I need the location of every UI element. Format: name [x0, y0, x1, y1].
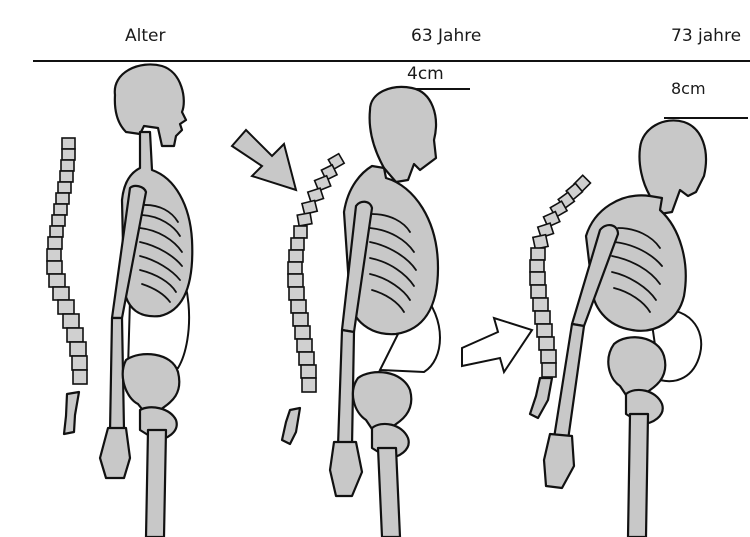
forearm-63	[338, 330, 354, 446]
spine-young	[47, 138, 87, 384]
arrow-down-right-icon	[232, 130, 296, 190]
skeleton-young	[47, 64, 192, 537]
stage2-age-label: 63 Jahre	[411, 26, 481, 46]
age-header-label: Alter	[125, 26, 165, 46]
hand-63	[330, 442, 362, 496]
hand-young	[100, 428, 130, 478]
sacrum-63	[282, 408, 300, 444]
arrow-up-right-icon	[462, 318, 532, 372]
sacrum-73	[530, 378, 552, 418]
stage3-height-loss-label: 8cm	[671, 79, 706, 98]
stage3-age-label: 73 jahre	[671, 26, 741, 46]
forearm-73	[554, 324, 584, 440]
pelvis-young	[123, 354, 180, 414]
femur-young	[146, 430, 166, 537]
sacrum-young	[64, 392, 79, 434]
hand-73	[544, 434, 574, 488]
skeleton-63	[282, 87, 440, 537]
femur-63	[378, 448, 400, 537]
skeleton-73	[530, 120, 706, 537]
femur-73	[628, 414, 648, 537]
stage2-height-loss-label: 4cm	[407, 64, 444, 84]
